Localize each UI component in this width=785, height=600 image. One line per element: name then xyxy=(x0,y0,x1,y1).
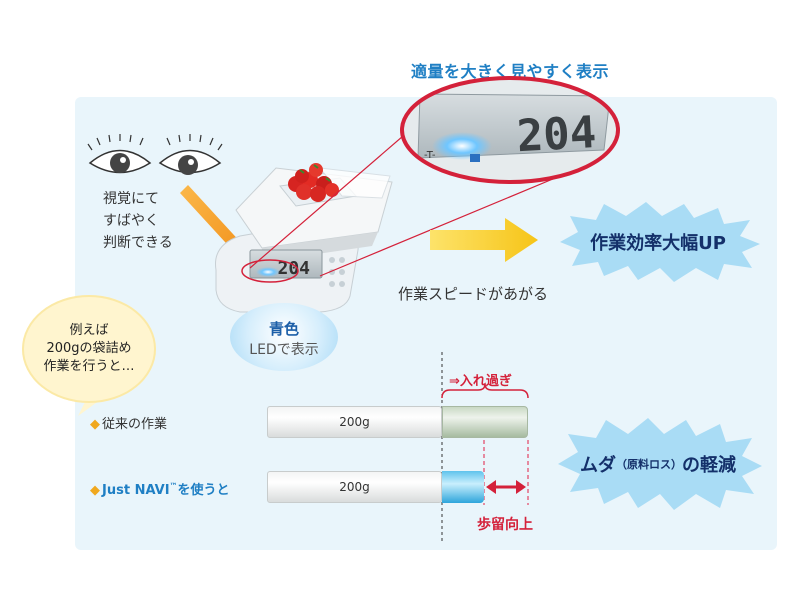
justnavi-label-tm: ™ xyxy=(169,481,178,491)
eye-caption: 視覚にて すばやく 判断できる xyxy=(103,188,213,254)
efficiency-burst: 作業効率大幅UP xyxy=(552,202,764,282)
conventional-overfill-bar xyxy=(442,406,528,438)
zoom-line-bottom xyxy=(319,175,561,277)
scale-body: 204 xyxy=(215,163,393,313)
loss-reduction-text: ムダ（原料ロス）の軽減 xyxy=(552,418,764,510)
justnavi-extra-bar xyxy=(442,471,484,503)
justnavi-row-label: ◆Just NAVI™を使うと xyxy=(90,479,230,498)
yield-double-arrow-icon xyxy=(486,480,526,494)
left-eye-icon xyxy=(87,134,152,174)
efficiency-burst-text: 作業効率大幅UP xyxy=(590,233,726,254)
magnified-display: 204 -T- xyxy=(400,76,620,184)
svg-text:204: 204 xyxy=(277,258,310,279)
eye-caption-line-3: 判断できる xyxy=(103,235,173,251)
justnavi-label-tail: を使うと xyxy=(177,483,230,498)
zoom-origin-ring xyxy=(241,259,299,283)
tomato-icon xyxy=(288,163,339,202)
zoom-line-top xyxy=(249,129,411,269)
speed-label: 作業スピードがあがる xyxy=(398,285,549,303)
loss-reduction-burst: ムダ（原料ロス）の軽減 xyxy=(552,418,764,510)
conventional-bar-weight: 200g xyxy=(339,415,370,429)
blue-led-title: 青色 xyxy=(268,320,299,338)
eye-caption-line-1: 視覚にて xyxy=(103,191,159,207)
conventional-bar: 200g xyxy=(267,406,442,438)
loss-small: （原料ロス） xyxy=(616,458,682,471)
efficiency-arrow-icon xyxy=(430,218,538,262)
justnavi-label-main: Just NAVI xyxy=(102,483,170,498)
yield-label: 歩留向上 xyxy=(477,517,533,533)
conventional-row-label: ◆従来の作業 xyxy=(90,413,167,432)
loss-pre: ムダ xyxy=(580,455,616,476)
justnavi-bar-weight: 200g xyxy=(339,480,370,494)
over-brace xyxy=(441,383,529,399)
svg-text:-T-: -T- xyxy=(424,150,436,161)
blue-led-subtitle: LEDで表示 xyxy=(249,342,319,358)
example-bubble: 例えば 200gの袋詰め 作業を行うと… xyxy=(22,295,156,403)
diamond-bullet-icon: ◆ xyxy=(90,483,100,498)
justnavi-bar: 200g xyxy=(267,471,442,503)
overfill-label: ⇒入れ過ぎ xyxy=(449,374,512,389)
headline: 適量を大きく見やすく表示 xyxy=(410,62,609,81)
magnified-readout: 204 xyxy=(516,107,598,162)
diamond-bullet-icon: ◆ xyxy=(90,417,100,432)
conventional-label-text: 従来の作業 xyxy=(102,417,168,432)
blue-led-badge: 青色 LEDで表示 xyxy=(230,303,338,371)
eye-caption-line-2: すばやく xyxy=(103,213,159,229)
loss-post: の軽減 xyxy=(682,455,736,476)
right-eye-icon xyxy=(158,134,223,175)
example-text: 例えば 200gの袋詰め 作業を行うと… xyxy=(43,323,135,374)
